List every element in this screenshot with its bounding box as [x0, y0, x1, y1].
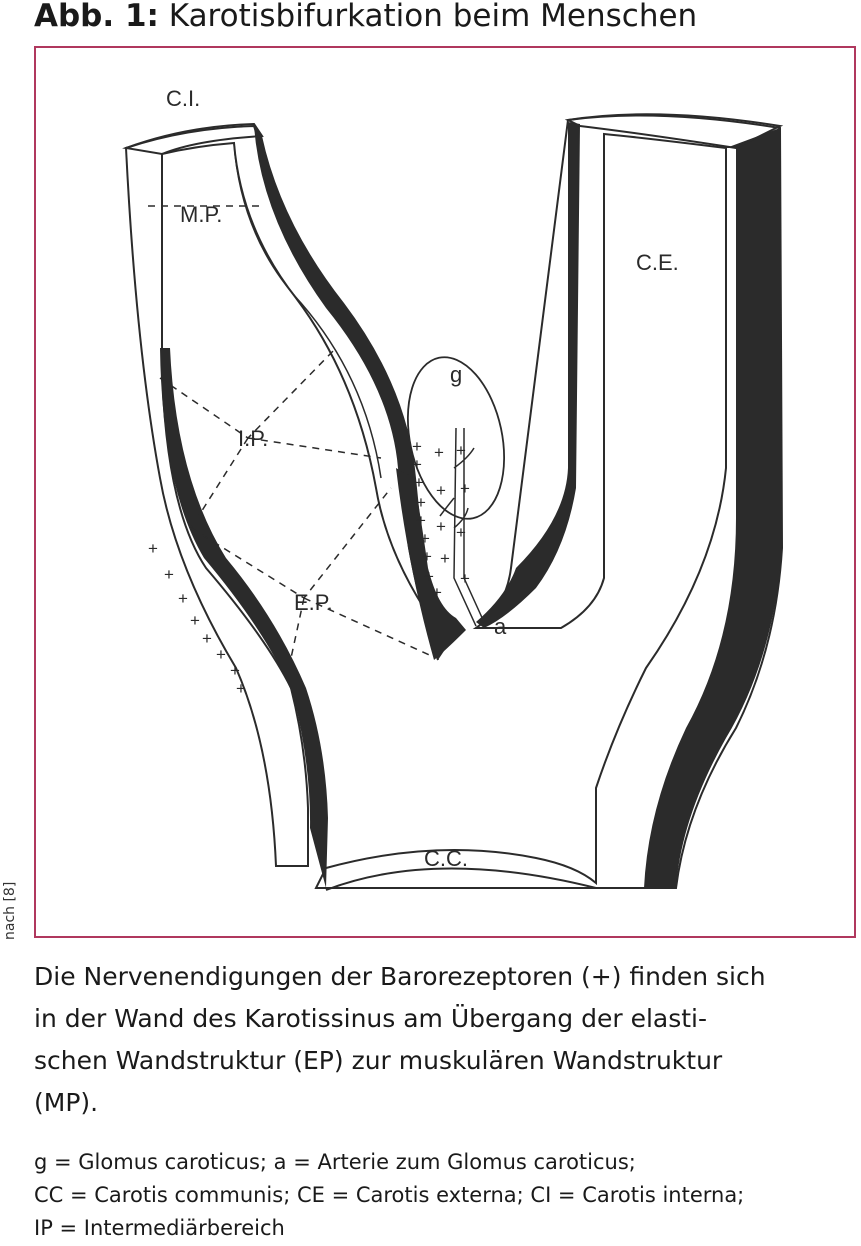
- baroreceptor-marker: +: [460, 479, 470, 498]
- caption-line: Die Nervenendigungen der Barorezeptoren …: [34, 962, 766, 991]
- figure-title-prefix: Abb. 1:: [34, 0, 159, 34]
- figure-legend: g = Glomus caroticus; a = Arterie zum Gl…: [34, 1146, 858, 1245]
- carotis-interna-outline: [124, 124, 439, 867]
- carotis-externa-inner-wall: [476, 122, 580, 628]
- carotis-externa-outline: [314, 114, 784, 889]
- baroreceptor-marker: +: [148, 539, 158, 558]
- baroreceptor-marker: +: [424, 567, 434, 586]
- legend-line: CC = Carotis communis; CE = Carotis exte…: [34, 1183, 745, 1207]
- baroreceptor-markers-sinus: + + + + + + + + + + + + + + + + +: [412, 437, 470, 602]
- label-ce: C.E.: [636, 250, 679, 275]
- carotis-interna-inner-line: [161, 142, 382, 479]
- baroreceptor-marker: +: [420, 529, 430, 548]
- baroreceptor-marker: +: [236, 679, 246, 698]
- caption-line: in der Wand des Karotissinus am Übergang…: [34, 1004, 708, 1033]
- carotis-interna-wall: [254, 126, 446, 660]
- carotis-externa-top: [564, 113, 784, 150]
- baroreceptor-marker: +: [434, 443, 444, 462]
- baroreceptor-marker: +: [456, 523, 466, 542]
- figure-frame: C.I. C.E. C.C. M.P. I.P. E.P. g a + + + …: [34, 46, 856, 938]
- baroreceptor-marker: +: [202, 629, 212, 648]
- baroreceptor-marker: +: [178, 589, 188, 608]
- baroreceptor-marker: +: [164, 565, 174, 584]
- label-ci: C.I.: [166, 86, 200, 111]
- caption-line: schen Wandstruktur (EP) zur muskulären W…: [34, 1046, 723, 1075]
- carotis-externa-outer-wall: [644, 128, 782, 888]
- caption-line: (MP).: [34, 1088, 99, 1117]
- baroreceptor-marker: +: [230, 661, 240, 680]
- figure-title-text: Karotisbifurkation beim Menschen: [168, 0, 698, 34]
- baroreceptor-marker: +: [440, 549, 450, 568]
- baroreceptor-marker: +: [422, 547, 432, 566]
- figure-title: Abb. 1: Karotisbifurkation beim Menschen: [34, 0, 697, 32]
- baroreceptor-marker: +: [456, 441, 466, 460]
- baroreceptor-marker: +: [412, 455, 422, 474]
- baroreceptor-marker: +: [432, 583, 442, 602]
- baroreceptor-markers-left: + + + + + + + +: [148, 539, 246, 698]
- carotis-communis-bottom: [325, 867, 597, 891]
- carotid-bifurcation-diagram: C.I. C.E. C.C. M.P. I.P. E.P. g a + + + …: [122, 86, 784, 891]
- baroreceptor-marker: +: [436, 517, 446, 536]
- baroreceptor-marker: +: [190, 611, 200, 630]
- baroreceptor-marker: +: [414, 473, 424, 492]
- figure-credit: nach [8]: [2, 881, 18, 940]
- region-dashed-lines: [148, 205, 437, 659]
- label-ip: I.P.: [238, 426, 268, 451]
- label-mp: M.P.: [180, 202, 222, 227]
- figure-caption: Die Nervenendigungen der Barorezeptoren …: [34, 956, 858, 1124]
- label-g: g: [450, 362, 462, 387]
- baroreceptor-marker: +: [460, 569, 470, 588]
- carotis-interna-top: [122, 122, 264, 156]
- label-ep: E.P.: [294, 590, 333, 615]
- baroreceptor-marker: +: [216, 645, 226, 664]
- baroreceptor-marker: +: [416, 511, 426, 530]
- legend-line: g = Glomus caroticus; a = Arterie zum Gl…: [34, 1150, 636, 1174]
- baroreceptor-marker: +: [412, 437, 422, 456]
- glomus-artery: [439, 427, 485, 627]
- label-cc: C.C.: [424, 846, 468, 871]
- baroreceptor-marker: +: [416, 493, 426, 512]
- baroreceptor-marker: +: [436, 481, 446, 500]
- legend-line: IP = Intermediärbereich: [34, 1216, 285, 1240]
- glomus-caroticus: [406, 356, 506, 520]
- label-a: a: [494, 614, 507, 639]
- bifurcation-apex: [396, 468, 466, 660]
